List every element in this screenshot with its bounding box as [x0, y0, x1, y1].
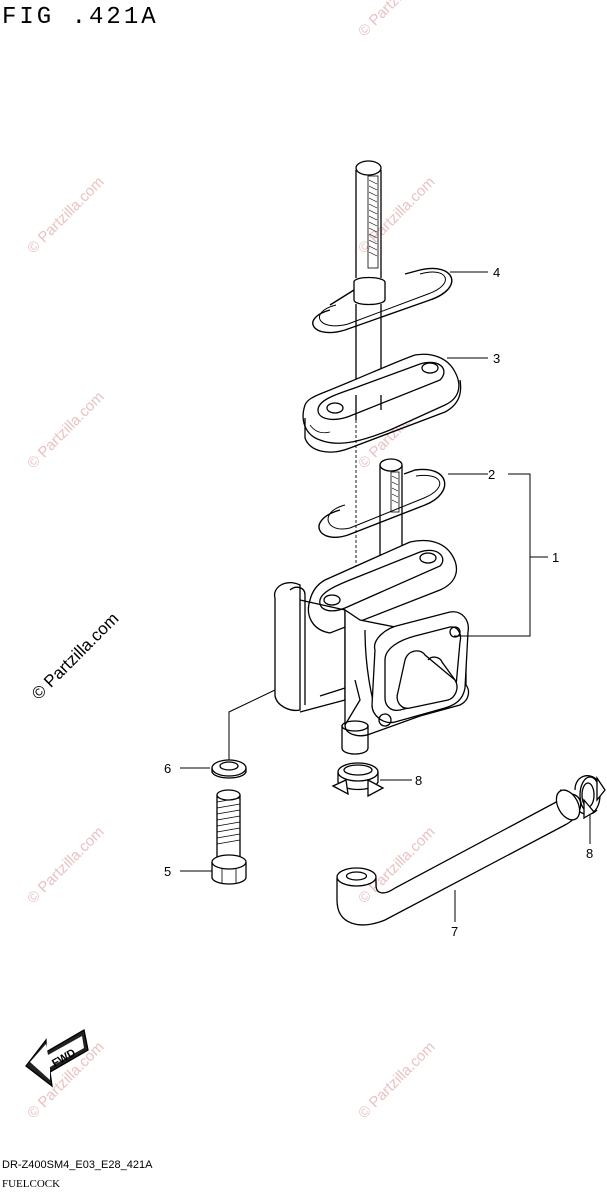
leader-lines	[180, 271, 591, 922]
callout-1: 1	[552, 550, 559, 565]
part-1-fuelcock-body	[273, 539, 470, 755]
part-8-clamp-b	[574, 775, 606, 820]
part-5-bolt	[211, 789, 247, 885]
callout-8b: 8	[586, 846, 593, 861]
part-6-washer	[211, 759, 247, 779]
figure-title: FIG .421A	[2, 4, 159, 31]
part-4-strainer-oring	[312, 160, 453, 395]
callout-6: 6	[164, 761, 171, 776]
callout-4: 4	[493, 265, 500, 280]
part-8-clamp-a	[331, 762, 385, 798]
callout-7: 7	[451, 924, 458, 939]
part-7-fuel-hose	[336, 789, 582, 926]
fwd-arrow-icon: FWD	[25, 1028, 89, 1088]
part-3-gasket	[302, 353, 462, 453]
callout-5: 5	[164, 864, 171, 879]
callout-2: 2	[488, 467, 495, 482]
callout-8a: 8	[415, 773, 422, 788]
callout-3: 3	[493, 351, 500, 366]
footer-code: DR-Z400SM4_E03_E28_421A	[2, 1159, 153, 1171]
footer-name: FUELCOCK	[2, 1178, 61, 1190]
